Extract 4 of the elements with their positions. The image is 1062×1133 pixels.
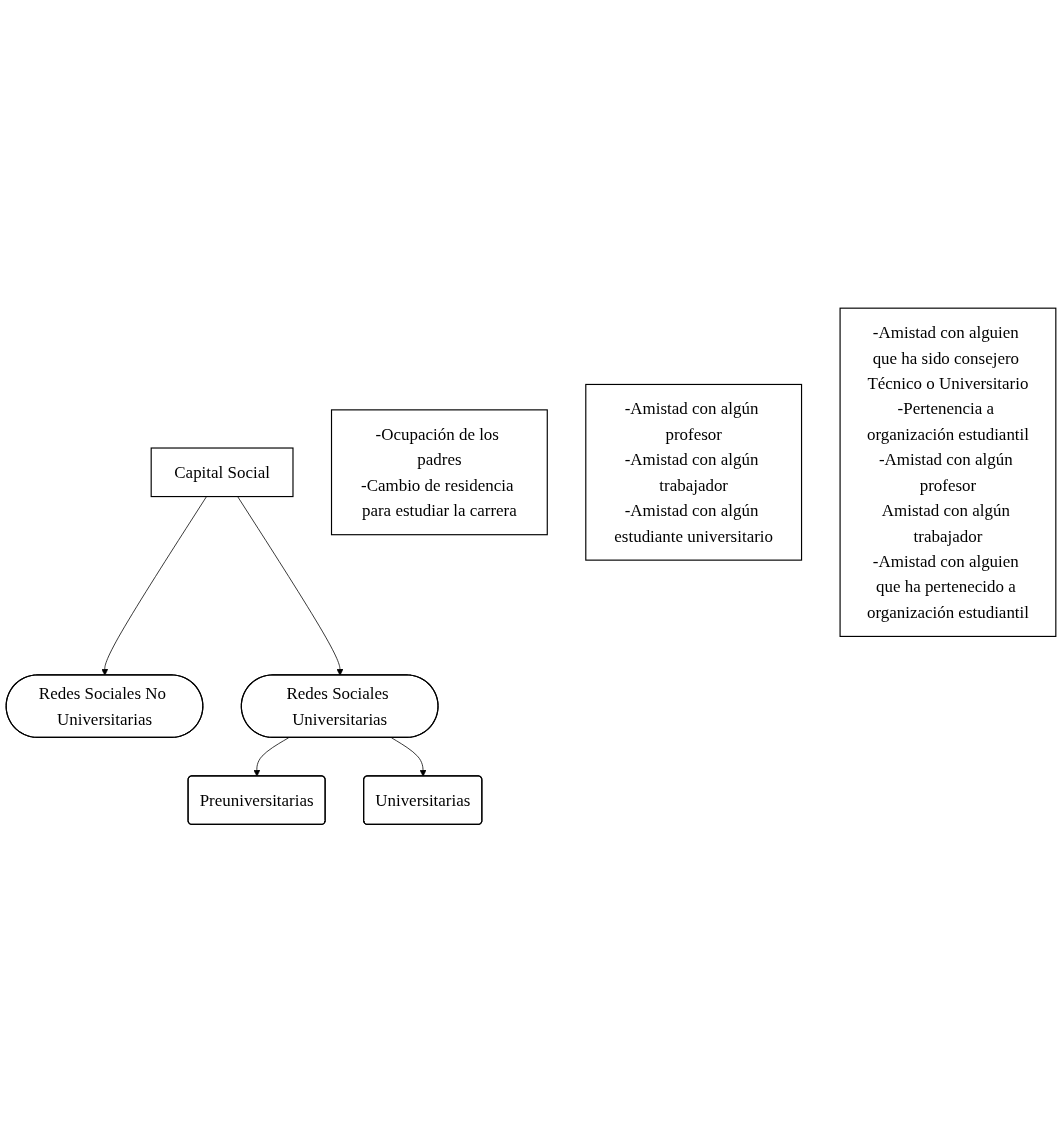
node-box: Capital Social [150,447,294,498]
node-box: -Amistad con algún profesor -Amistad con algún trabajador -Amistad con algún estudiante universitario [585,384,803,561]
node-box: -Amistad con alguien que ha sido consejero Técnico o Universitario -Pertenencia a organización estudiantil -Amistad con algún profesor Amistad con algún trabajador -Amistad con alguien que ha pertenecido a organización estudiantil [839,307,1057,638]
node-box: -Ocupación de los padres -Cambio de residencia para estudiar la carrera [330,409,548,536]
